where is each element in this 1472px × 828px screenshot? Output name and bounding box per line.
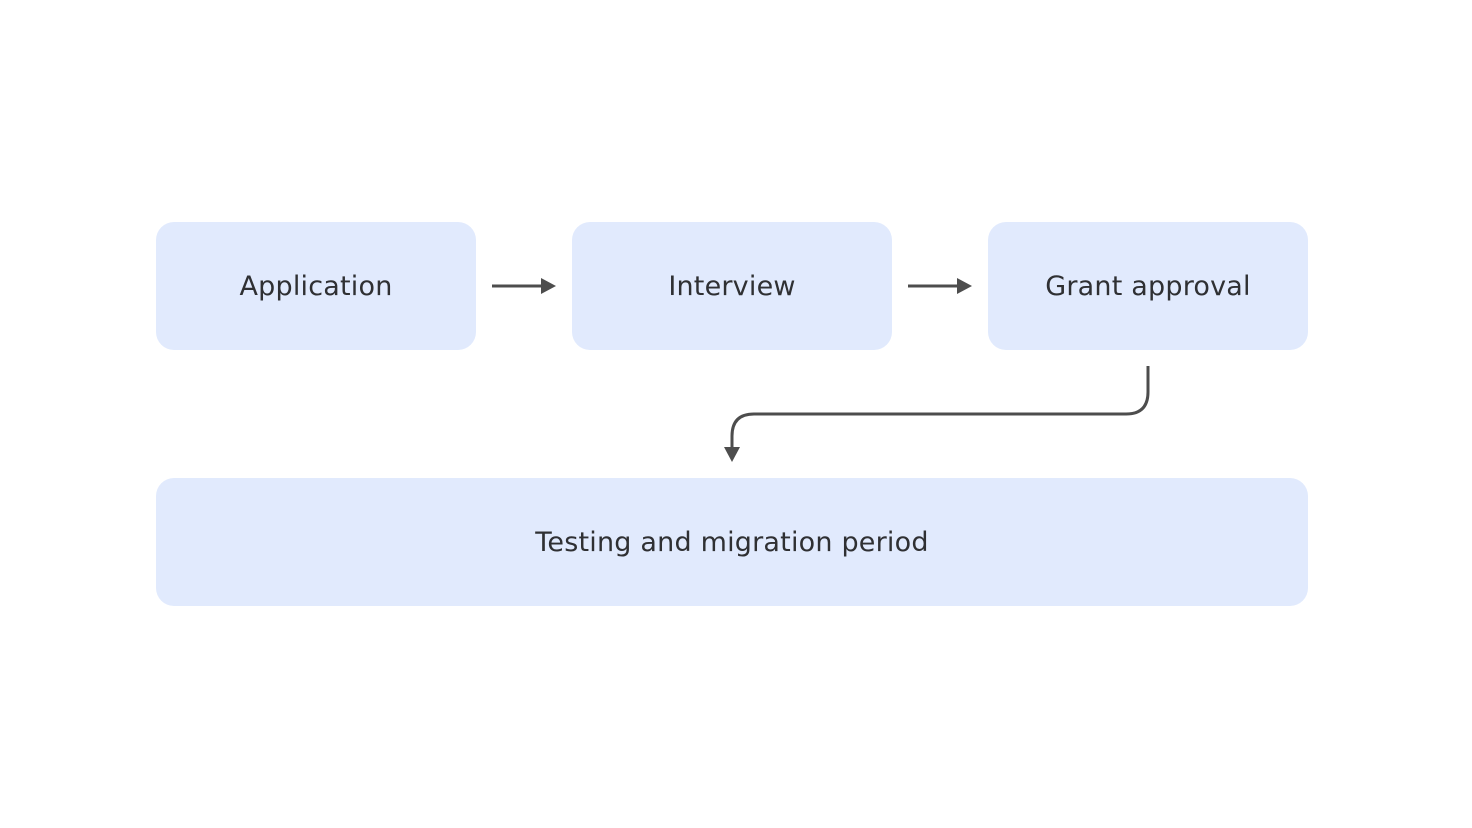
step-testing-migration-label: Testing and migration period xyxy=(535,526,929,558)
arrow-grant-approval-to-testing xyxy=(724,366,1150,462)
step-testing-migration: Testing and migration period xyxy=(156,478,1308,606)
step-interview-label: Interview xyxy=(668,270,796,302)
step-grant-approval-label: Grant approval xyxy=(1045,270,1251,302)
step-grant-approval: Grant approval xyxy=(988,222,1308,350)
step-application: Application xyxy=(156,222,476,350)
arrow-interview-to-grant-approval xyxy=(908,278,972,294)
step-application-label: Application xyxy=(239,270,393,302)
arrow-application-to-interview xyxy=(492,278,556,294)
step-interview: Interview xyxy=(572,222,892,350)
